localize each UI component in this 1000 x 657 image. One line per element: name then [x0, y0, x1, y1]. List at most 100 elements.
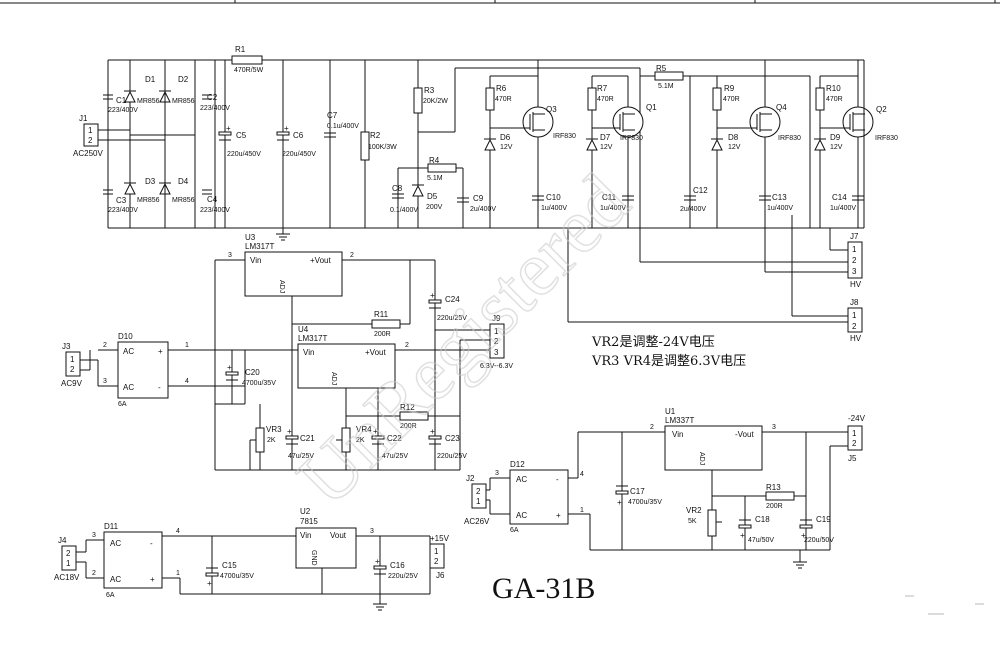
R13-value: 200R — [766, 503, 783, 510]
capacitor-C9: C9 2u/400V — [457, 194, 496, 213]
R10-value: 470R — [826, 96, 843, 103]
capacitor-C6: + C6 220u/450V — [276, 124, 316, 158]
svg-text:4: 4 — [185, 378, 189, 385]
svg-text:1: 1 — [852, 429, 857, 438]
J7-value: HV — [850, 280, 862, 289]
D10-minus: - — [158, 383, 161, 392]
filament-supply-section: U3 LM317T Vin +Vout ADJ 3 2 U4 LM317T Vi… — [61, 233, 513, 471]
D11-ref: D11 — [104, 522, 119, 531]
C4-value: 223/400V — [200, 207, 230, 214]
note-line-2: VR3 VR4是调整6.3V电压 — [591, 354, 746, 369]
D12-value: 6A — [510, 527, 519, 534]
Q2-value: IRF830 — [875, 135, 898, 142]
U1-adj: ADJ — [698, 452, 705, 465]
C7-ref: C7 — [327, 111, 338, 120]
VR3-ref: VR3 — [266, 425, 282, 434]
D11-ac1: AC — [110, 539, 121, 548]
U3-part: LM317T — [245, 242, 274, 251]
svg-text:1: 1 — [476, 497, 481, 506]
R12-ref: R12 — [400, 403, 415, 412]
C22-value: 47u/25V — [382, 453, 408, 460]
D12-minus: - — [556, 475, 559, 484]
capacitor-C4 — [202, 189, 212, 195]
C6-ref: C6 — [293, 131, 304, 140]
U2-vin: Vin — [300, 531, 311, 540]
VR2-value: 5K — [688, 518, 697, 525]
svg-text:3: 3 — [494, 348, 499, 357]
C14-ref: C14 — [832, 193, 847, 202]
ground-symbol-bias — [793, 550, 807, 569]
C9-ref: C9 — [473, 194, 484, 203]
bridge-D11: D11 AC AC - + 6A — [103, 522, 163, 599]
svg-text:2: 2 — [852, 322, 857, 331]
U1-part: LM337T — [665, 416, 694, 425]
C13-ref: C13 — [772, 193, 787, 202]
D11-minus: - — [150, 539, 153, 548]
potentiometer-VR3: VR3 2K — [250, 425, 282, 453]
ground-symbol-hv — [276, 228, 290, 241]
note-line-1: VR2是调整-24V电压 — [591, 335, 715, 350]
D10-plus: + — [158, 347, 163, 356]
U3-adj: ADJ — [278, 280, 285, 293]
svg-text:+: + — [430, 291, 435, 300]
C9-value: 2u/400V — [470, 206, 496, 213]
Q4-ref: Q4 — [776, 103, 787, 112]
R13-ref: R13 — [766, 483, 781, 492]
R5-ref: R5 — [656, 64, 667, 73]
U4-vin: Vin — [303, 348, 314, 357]
U4-part: LM317T — [298, 334, 327, 343]
D10-ac1: AC — [123, 347, 134, 356]
C3-ref: C3 — [116, 196, 127, 205]
hv-supply-section: 12 J1 AC250V D1 D2 D3 D4 MR856 MR856 MR8… — [73, 45, 898, 343]
C15-ref: C15 — [222, 561, 237, 570]
svg-text:+: + — [227, 363, 232, 372]
capacitor-C5: + C5 220u/450V — [218, 124, 261, 158]
D10-ref: D10 — [118, 332, 133, 341]
U2-vout: Vout — [330, 531, 347, 540]
connector-J5: 12 -24V J5 — [847, 414, 866, 463]
J4-value: AC18V — [54, 573, 80, 582]
svg-text:4: 4 — [176, 528, 180, 535]
R4-value: 5.1M — [427, 175, 443, 182]
D12-ref: D12 — [510, 460, 525, 469]
potentiometer-VR4: VR4 2K — [336, 425, 372, 453]
connector-J3: 12 J3 AC9V — [61, 342, 83, 388]
svg-text:3: 3 — [370, 528, 374, 535]
J9-value: 6.3V--6.3V — [480, 363, 513, 370]
C20-ref: C20 — [245, 368, 260, 377]
R3-value: 20K/2W — [423, 98, 448, 105]
J4-ref: J4 — [58, 536, 67, 545]
U4-adj: ADJ — [330, 372, 337, 385]
J6-value: +15V — [430, 534, 450, 543]
capacitor-C1 — [103, 94, 113, 100]
D7-value: 12V — [600, 144, 613, 151]
J3-ref: J3 — [62, 342, 71, 351]
D9-value: 12V — [830, 144, 843, 151]
svg-text:2: 2 — [66, 549, 71, 558]
U2-gnd: GND — [310, 550, 317, 566]
svg-text:1: 1 — [66, 559, 71, 568]
ground-symbol-v15 — [373, 594, 387, 611]
svg-text:+: + — [226, 124, 231, 133]
C12-ref: C12 — [693, 186, 708, 195]
svg-text:+: + — [287, 427, 292, 436]
svg-text:1: 1 — [580, 507, 584, 514]
C17-value: 4700u/35V — [628, 499, 662, 506]
capacitor-C12: C12 2u/400V — [680, 186, 708, 213]
regulator-U3: U3 LM317T Vin +Vout ADJ — [244, 233, 343, 297]
capacitor-C21: + C21 47u/25V — [285, 427, 315, 460]
svg-text:+: + — [207, 579, 212, 588]
C8-ref: C8 — [392, 184, 403, 193]
D8-ref: D8 — [728, 133, 739, 142]
svg-text:2: 2 — [92, 570, 96, 577]
diode-D3 — [124, 182, 136, 195]
Q2-ref: Q2 — [876, 105, 887, 114]
D6-ref: D6 — [500, 133, 511, 142]
R7-ref: R7 — [597, 84, 608, 93]
connector-J4: 21 J4 AC18V — [54, 536, 80, 582]
U3-vin: Vin — [250, 256, 261, 265]
VR4-value: 2K — [356, 437, 365, 444]
svg-text:+: + — [430, 427, 435, 436]
R5-value: 5.1M — [658, 83, 674, 90]
